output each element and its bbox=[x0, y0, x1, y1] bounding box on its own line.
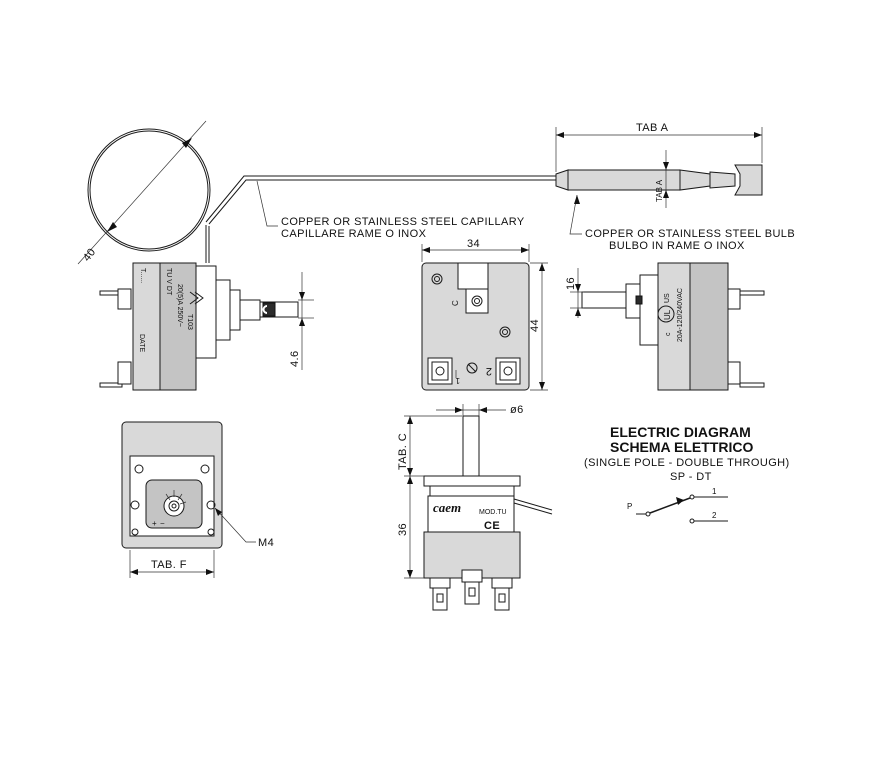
top-view: + − bbox=[121, 421, 223, 549]
knob-plus: + bbox=[152, 519, 157, 528]
dim-44-label: 44 bbox=[529, 319, 541, 332]
back-view: C 1 2 bbox=[421, 262, 530, 391]
dim-6-label: ø6 bbox=[510, 404, 524, 416]
electric-code: SP - DT bbox=[670, 471, 712, 483]
brand-logo: caem bbox=[433, 500, 461, 515]
terminal-2-label: 2 bbox=[485, 365, 492, 377]
dim-40: 40 bbox=[81, 246, 98, 264]
capillary-label-it: CAPILLARE RAME O INOX bbox=[281, 228, 427, 240]
dim-6: ø6 bbox=[436, 404, 524, 416]
front-view: T...... TU V DT 20(5)A 250V~ T103 DATE bbox=[99, 262, 299, 391]
front-mark-rating: 20(5)A 250V~ bbox=[176, 284, 183, 327]
dim-36: 36 bbox=[397, 476, 424, 579]
m4-label: M4 bbox=[258, 537, 274, 549]
dim-tab-c: TAB. C bbox=[397, 415, 462, 477]
capillary-leader bbox=[256, 180, 278, 227]
dim-tab-a-top-label: TAB A bbox=[636, 122, 669, 134]
front-mark-t: T...... bbox=[139, 268, 146, 283]
bulb-leader bbox=[569, 194, 582, 235]
dim-tab-a-side: TAB A bbox=[655, 150, 669, 208]
dim-tab-a-top: TAB A bbox=[555, 122, 763, 172]
electric-2: 2 bbox=[712, 511, 717, 520]
front-mark-date: DATE bbox=[138, 334, 145, 352]
side-view: 20A-120/240VAC c US UL bbox=[581, 262, 765, 391]
side-mark-rating: 20A-120/240VAC bbox=[677, 288, 684, 342]
electric-title-en: ELECTRIC DIAGRAM bbox=[610, 424, 751, 440]
terminal-c-label: C bbox=[451, 300, 460, 306]
side-mark-us: US bbox=[664, 293, 671, 303]
capillary-tube bbox=[205, 175, 556, 263]
elevation-view: caem MOD.TU CE bbox=[423, 415, 553, 611]
dim-16-label: 16 bbox=[565, 277, 577, 290]
terminal-1-label: 1 bbox=[455, 376, 460, 385]
dim-36-label: 36 bbox=[397, 523, 409, 536]
svg-text:UL: UL bbox=[663, 309, 672, 320]
dim-4-6-label: 4.6 bbox=[289, 351, 301, 368]
ce-mark-icon bbox=[189, 291, 204, 305]
knob-minus: − bbox=[160, 519, 165, 528]
electric-subtitle: (SINGLE POLE - DOUBLE THROUGH) bbox=[584, 457, 790, 469]
electric-p: P bbox=[627, 502, 632, 511]
m4-leader bbox=[214, 507, 256, 543]
dim-16: 16 bbox=[565, 268, 584, 318]
dim-34: 34 bbox=[421, 238, 530, 262]
dim-4-6: 4.6 bbox=[289, 272, 314, 370]
dim-tab-c-label: TAB. C bbox=[397, 433, 409, 470]
dim-tab-f-label: TAB. F bbox=[151, 559, 187, 571]
electric-title-it: SCHEMA ELETTRICO bbox=[610, 439, 753, 455]
electric-diagram: ELECTRIC DIAGRAM SCHEMA ELETTRICO (SINGL… bbox=[584, 424, 790, 524]
bulb bbox=[555, 164, 763, 196]
model-label: MOD.TU bbox=[479, 509, 507, 516]
dim-34-label: 34 bbox=[467, 238, 480, 250]
bulb-label-en: COPPER OR STAINLESS STEEL BULB bbox=[585, 228, 795, 240]
front-mark-t103: T103 bbox=[186, 314, 193, 330]
ul-logo-icon: UL bbox=[657, 305, 675, 323]
side-mark-c: c bbox=[665, 332, 672, 336]
capillary-coil: 40 bbox=[77, 120, 211, 265]
front-mark-tuvdt: TU V DT bbox=[165, 268, 172, 296]
capillary-label-en: COPPER OR STAINLESS STEEL CAPILLARY bbox=[281, 216, 525, 228]
dim-tab-f: TAB. F bbox=[129, 550, 215, 578]
dim-44: 44 bbox=[529, 262, 548, 391]
ce-label: CE bbox=[484, 520, 500, 532]
bulb-label-it: BULBO IN RAME O INOX bbox=[609, 240, 745, 252]
electric-1: 1 bbox=[712, 487, 717, 496]
dim-tab-a-side-label: TAB A bbox=[655, 179, 664, 202]
